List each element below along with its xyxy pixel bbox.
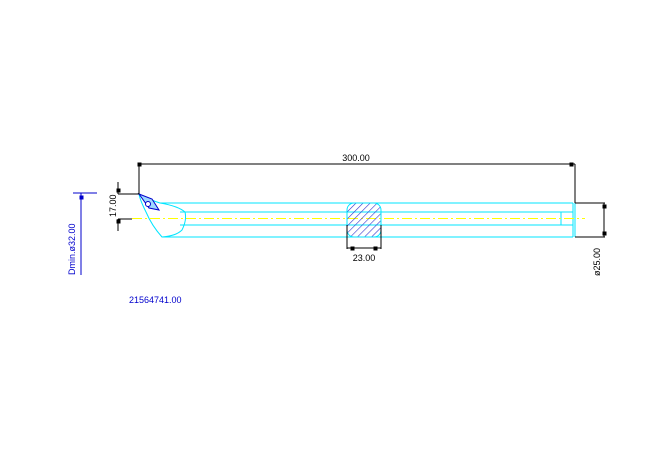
offset-label: 17.00	[108, 194, 118, 217]
diameter-label: ø25.00	[592, 248, 602, 276]
offset-dimension	[116, 182, 139, 231]
section-dimension	[346, 225, 382, 251]
min-bore-label: Dmin.ø32.00	[67, 223, 77, 275]
min-bore-annotation	[73, 192, 97, 275]
diameter-dimension	[575, 202, 607, 238]
length-dimension	[137, 162, 576, 203]
part-number: 21564741.00	[129, 295, 182, 305]
insert	[137, 192, 161, 211]
section-label: 23.00	[353, 253, 376, 263]
cross-section	[346, 202, 382, 238]
length-label: 300.00	[342, 153, 370, 163]
